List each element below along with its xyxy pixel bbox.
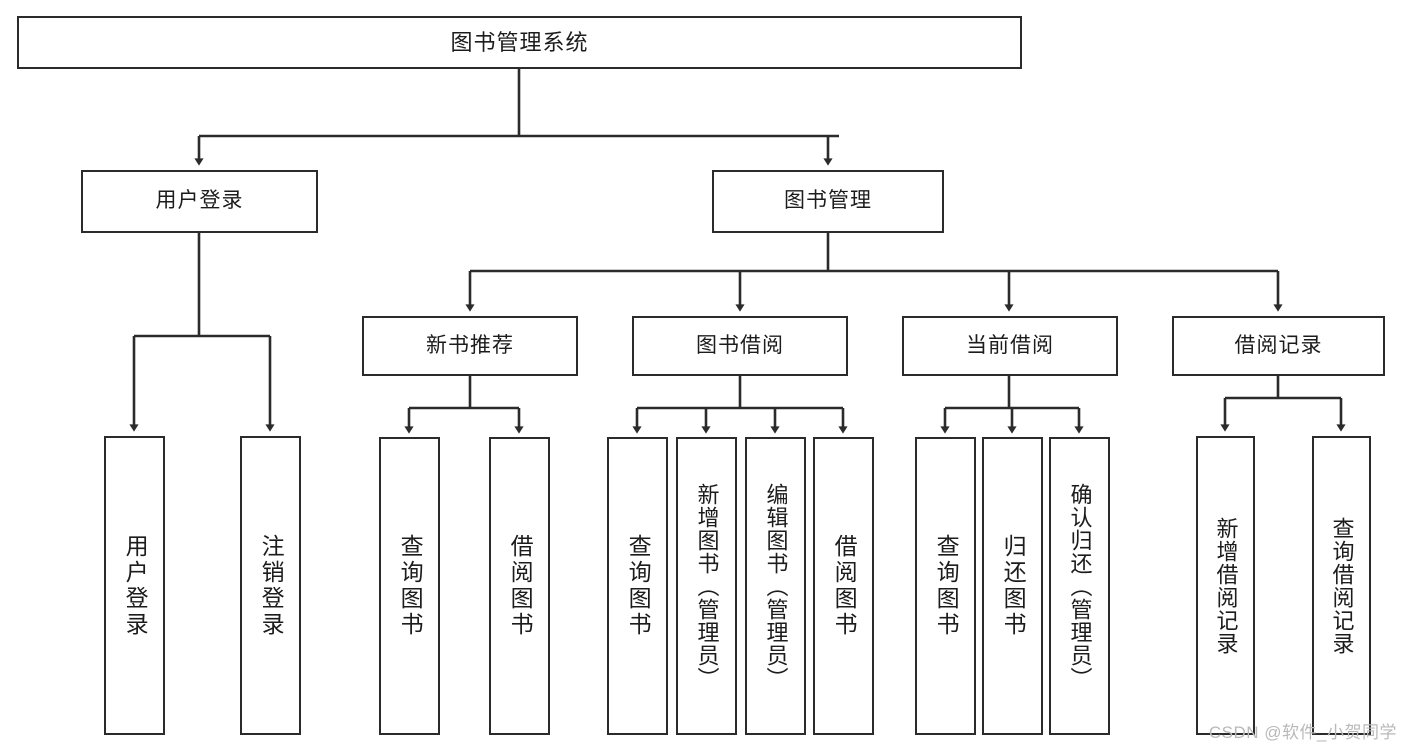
node-book-management[interactable]: 图书管理	[712, 170, 944, 233]
leaf-label: 新增图书（管理员）	[694, 482, 720, 690]
leaf-book-borrow-edit[interactable]: 编辑图书（管理员）	[745, 437, 806, 735]
leaf-new-book-borrow[interactable]: 借阅图书	[489, 437, 550, 735]
leaf-current-borrow-query[interactable]: 查询图书	[915, 437, 976, 735]
leaf-label: 查询图书	[933, 534, 960, 638]
leaf-current-borrow-confirm-return[interactable]: 确认归还（管理员）	[1049, 437, 1110, 735]
leaf-label: 借阅图书	[831, 534, 858, 638]
leaf-label: 用户登录	[122, 533, 149, 638]
leaf-book-borrow-query[interactable]: 查询图书	[607, 437, 668, 735]
node-label: 用户登录	[155, 189, 244, 213]
leaf-user-login-signout[interactable]: 注销登录	[240, 436, 301, 735]
leaf-label: 注销登录	[258, 533, 285, 638]
leaf-label: 新增借阅记录	[1213, 516, 1239, 655]
node-new-book-recommend[interactable]: 新书推荐	[362, 316, 578, 376]
node-label: 图书管理系统	[450, 29, 589, 55]
leaf-label: 查询图书	[397, 534, 424, 638]
leaf-label: 编辑图书（管理员）	[763, 482, 789, 690]
node-label: 图书借阅	[696, 333, 784, 357]
leaf-borrow-record-query[interactable]: 查询借阅记录	[1312, 436, 1371, 735]
node-label: 图书管理	[784, 189, 872, 213]
node-label: 当前借阅	[966, 333, 1054, 357]
leaf-borrow-record-add[interactable]: 新增借阅记录	[1196, 436, 1255, 735]
leaf-label: 归还图书	[1000, 534, 1027, 638]
node-current-borrow[interactable]: 当前借阅	[902, 316, 1118, 376]
node-borrow-record[interactable]: 借阅记录	[1172, 316, 1385, 376]
node-label: 新书推荐	[426, 333, 514, 357]
node-user-login[interactable]: 用户登录	[81, 170, 318, 233]
leaf-label: 查询图书	[625, 534, 652, 638]
leaf-book-borrow-lend[interactable]: 借阅图书	[813, 437, 874, 735]
node-book-borrow[interactable]: 图书借阅	[632, 316, 848, 376]
leaf-book-borrow-add[interactable]: 新增图书（管理员）	[676, 437, 737, 735]
leaf-new-book-query[interactable]: 查询图书	[379, 437, 440, 735]
leaf-label: 借阅图书	[507, 534, 534, 638]
node-root-book-management-system[interactable]: 图书管理系统	[17, 16, 1022, 69]
watermark-text: CSDN @软件_小贺同学	[1208, 723, 1397, 742]
leaf-label: 查询借阅记录	[1329, 516, 1355, 655]
node-label: 借阅记录	[1234, 333, 1323, 357]
leaf-current-borrow-return[interactable]: 归还图书	[982, 437, 1043, 735]
leaf-label: 确认归还（管理员）	[1067, 482, 1093, 690]
leaf-user-login-signin[interactable]: 用户登录	[104, 436, 165, 735]
